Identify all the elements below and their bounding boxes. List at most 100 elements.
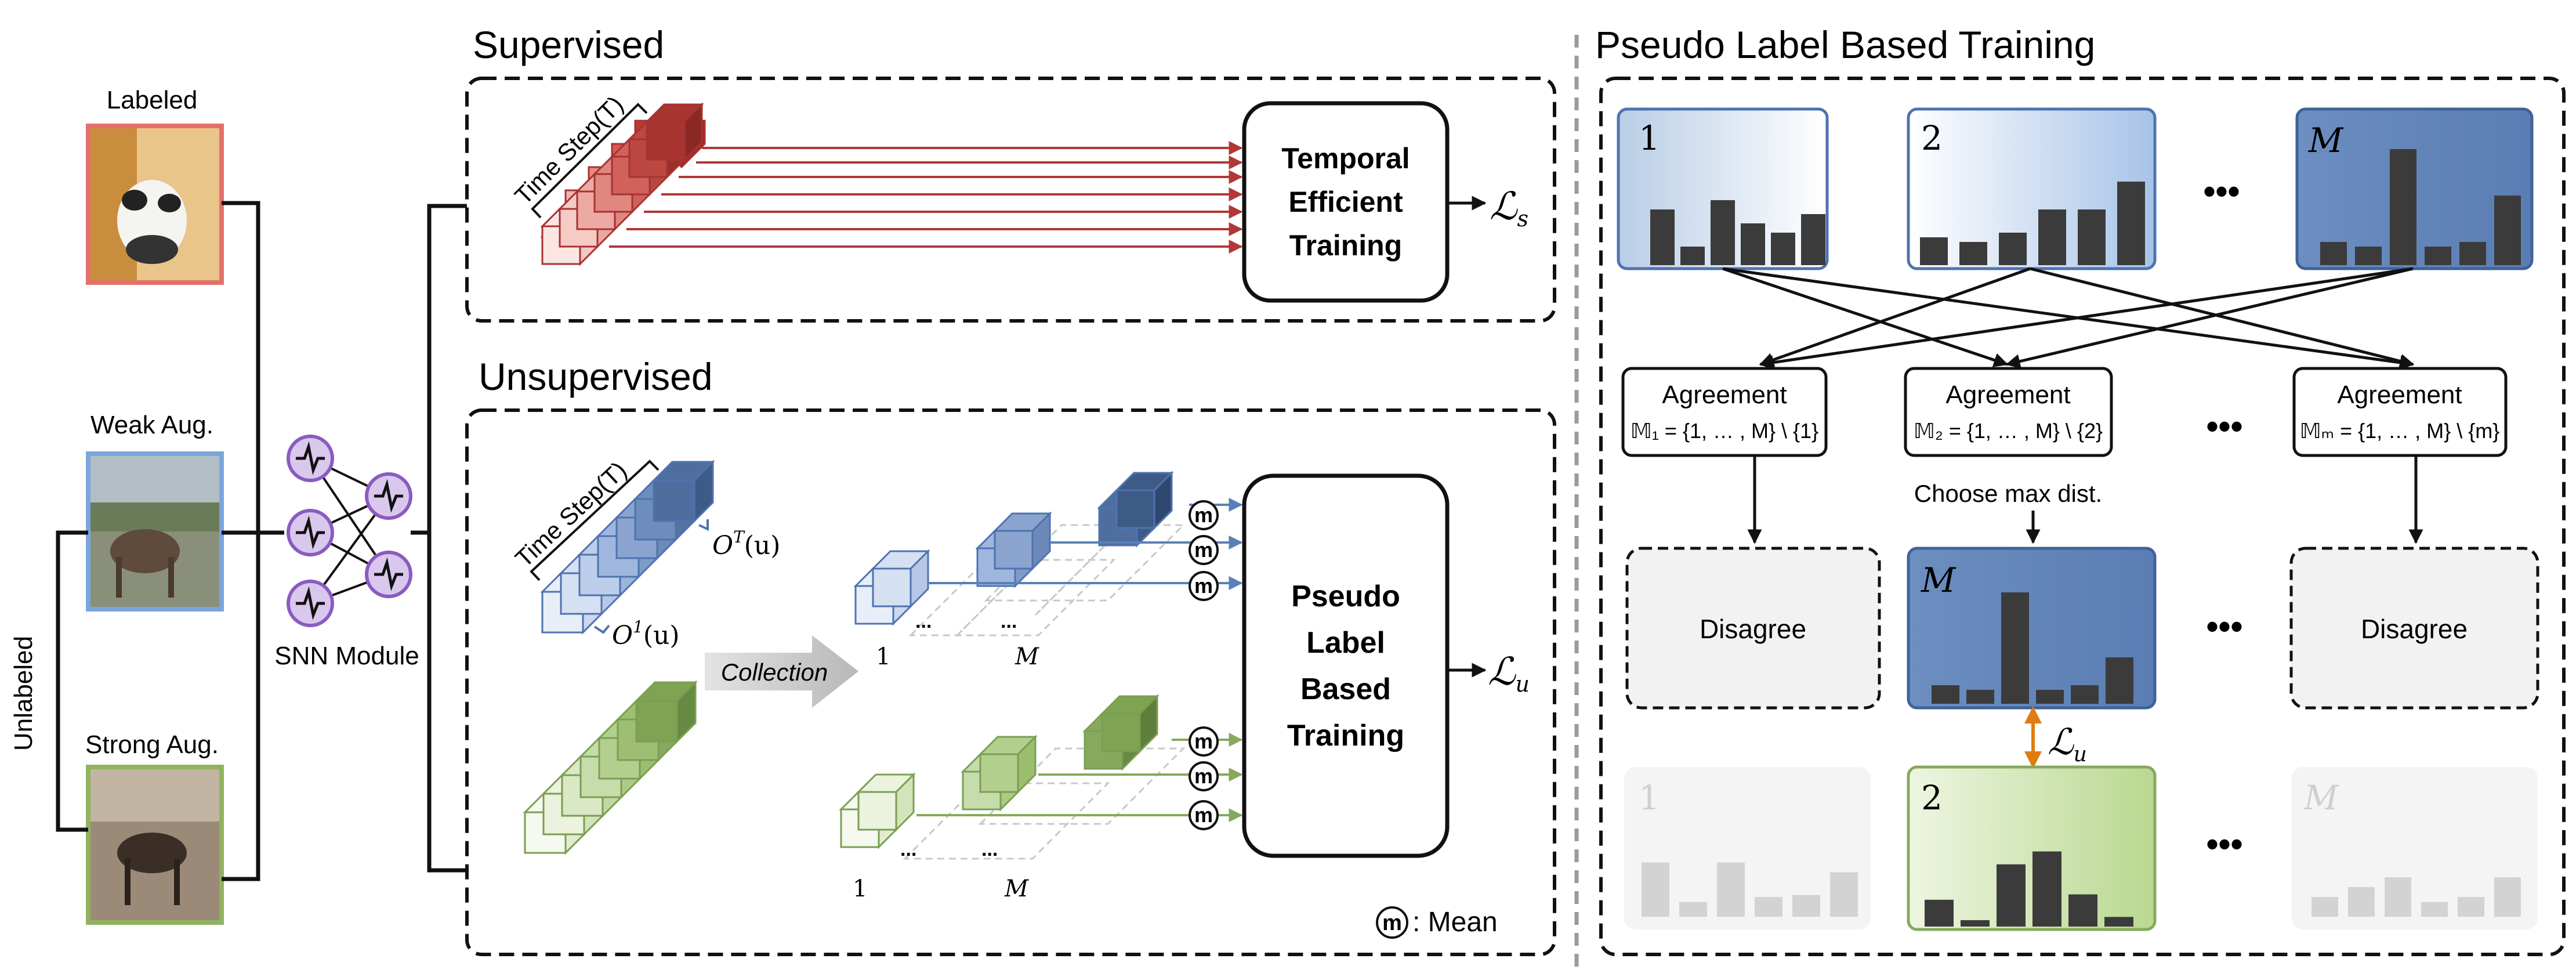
svg-text:Efficient: Efficient: [1288, 186, 1403, 218]
bar: [2320, 242, 2347, 265]
bar: [2425, 247, 2451, 265]
bottom-panel-m-bars: [2311, 877, 2521, 917]
bottom-panel-2: [1907, 765, 2157, 931]
bar: [2494, 196, 2521, 265]
bar: [2494, 877, 2521, 917]
svg-text:m: m: [1194, 503, 1213, 527]
bottom-panel-1-bars: [1642, 862, 1858, 917]
weak-aug-image: [86, 451, 224, 612]
svg-text:m: m: [1194, 729, 1213, 753]
bar: [2459, 242, 2486, 265]
collected-green-cubes: [839, 694, 1186, 860]
temporal-efficient-training-box: Temporal Efficient Training: [1242, 101, 1450, 303]
bar: [2311, 897, 2338, 917]
svg-text:𝕄ₘ = {1, … , M} \ {m}: 𝕄ₘ = {1, … , M} \ {m}: [2300, 419, 2499, 443]
agreement-box-1: Agreement 𝕄₁ = {1, … , M} \ {1}: [1621, 367, 1828, 457]
o-1-tick: [593, 624, 610, 634]
blue-label-m: M: [1015, 643, 1039, 670]
bar: [1959, 242, 1987, 265]
bar: [1961, 920, 1990, 927]
green-label-1: 1: [853, 876, 867, 902]
o-1-label: O1(u): [612, 617, 680, 650]
svg-text:m: m: [1194, 803, 1213, 827]
bar: [2104, 917, 2133, 927]
bar: [1771, 233, 1795, 265]
green-label-m: M: [1004, 876, 1029, 902]
bar: [1717, 862, 1745, 917]
o-t-tick: [698, 519, 709, 531]
bar: [1966, 690, 1994, 704]
supervised-arrows: [609, 141, 1243, 254]
bar: [1679, 902, 1707, 917]
bottom-panel-2-bars: [1925, 851, 2133, 927]
bottom-panel-1-label: 1: [1639, 778, 1660, 818]
bar: [1792, 895, 1820, 917]
bar: [2038, 209, 2066, 265]
bar: [2421, 902, 2448, 917]
svg-text:Pseudo: Pseudo: [1291, 580, 1400, 613]
blue-mean-symbols: m m m: [1189, 500, 1219, 601]
bar: [2385, 877, 2411, 917]
svg-text:Agreement: Agreement: [1945, 381, 2070, 409]
svg-text:Agreement: Agreement: [1662, 381, 1787, 409]
svg-text:Disagree: Disagree: [2361, 614, 2468, 644]
unsupervised-title: Unsupervised: [479, 355, 713, 398]
bar: [2036, 690, 2064, 704]
bar: [2458, 897, 2484, 917]
svg-text:Training: Training: [1287, 719, 1404, 753]
bar: [2078, 209, 2106, 265]
bar: [1925, 899, 1954, 927]
o-t-label: OT(u): [712, 527, 780, 560]
bar: [1920, 237, 1948, 265]
svg-text:Training: Training: [1289, 229, 1402, 262]
green-ellipsis-1: ...: [900, 838, 916, 860]
input-connector-lines: [56, 201, 284, 881]
panel-1-bars: [1650, 200, 1825, 265]
snn-module-label: SNN Module: [274, 642, 419, 670]
disagree-box-m: Disagree: [2289, 547, 2539, 710]
pseudo-panel: [1599, 77, 2566, 956]
bar: [2355, 247, 2382, 265]
labeled-image: [86, 124, 224, 285]
choose-max-dist-label: Choose max dist.: [1914, 480, 2102, 507]
snn-module-icon: [287, 435, 412, 627]
selected-panel-bars: [1932, 592, 2133, 704]
svg-text:Disagree: Disagree: [1700, 614, 1806, 644]
bar: [1830, 872, 1858, 917]
bar: [2348, 887, 2375, 917]
bar: [2071, 685, 2099, 704]
panel-2-label: 2: [1921, 118, 1943, 158]
bar: [1997, 864, 2026, 927]
blue-label-1: 1: [876, 643, 890, 670]
middle-ellipsis: •••: [2206, 607, 2242, 646]
strong-aug-label: Strong Aug.: [85, 730, 219, 759]
agreement-ellipsis: •••: [2206, 407, 2242, 446]
labeled-label: Labeled: [107, 86, 198, 114]
bar: [1755, 897, 1782, 917]
loss-s: ℒs: [1490, 184, 1528, 232]
svg-text:Agreement: Agreement: [2337, 381, 2462, 409]
agreement-box-m: Agreement 𝕄ₘ = {1, … , M} \ {m}: [2292, 367, 2508, 457]
snn-output-lines: [411, 204, 467, 873]
agreement-down-arrows: [1747, 455, 2423, 544]
panel-2-bars: [1920, 182, 2145, 265]
blue-ellipsis-1: ...: [915, 610, 932, 632]
green-ellipsis-2: ...: [981, 838, 998, 860]
bar: [2068, 894, 2097, 927]
bar: [2117, 182, 2145, 265]
agreement-box-2: Agreement 𝕄₂ = {1, … , M} \ {2}: [1904, 367, 2113, 457]
green-mean-symbols: m m m: [1189, 726, 1219, 830]
supervised-cube-stack: [540, 102, 704, 266]
svg-text:Label: Label: [1306, 626, 1385, 660]
svg-text:m: m: [1194, 538, 1213, 562]
svg-text:𝕄₁ = {1, … , M} \ {1}: 𝕄₁ = {1, … , M} \ {1}: [1631, 419, 1818, 443]
collected-blue-cubes: [853, 471, 1186, 636]
svg-text:m: m: [1194, 764, 1213, 788]
pseudo-title: Pseudo Label Based Training: [1595, 23, 2095, 66]
blue-ellipsis-2: ...: [1001, 610, 1017, 632]
svg-text:𝕄₂ = {1, … , M} \ {2}: 𝕄₂ = {1, … , M} \ {2}: [1914, 419, 2103, 443]
svg-text:Temporal: Temporal: [1281, 142, 1410, 175]
unsupervised-blue-cube-stack: [540, 460, 715, 635]
bottom-panel-m-label: M: [2303, 778, 2339, 818]
bar: [1999, 233, 2027, 265]
